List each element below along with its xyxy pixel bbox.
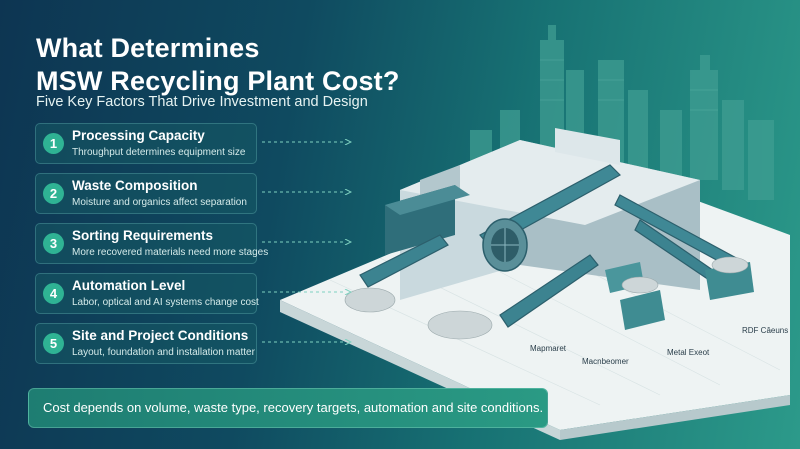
title-line-2: MSW Recycling Plant Cost? <box>36 66 400 96</box>
factor-description: Labor, optical and AI systems change cos… <box>72 297 259 308</box>
factor-description: Layout, foundation and installation matt… <box>72 347 255 358</box>
material-piles <box>344 256 749 340</box>
factor-description: Throughput determines equipment size <box>72 147 246 158</box>
illustration-label: RDF Câeuns <box>742 326 789 335</box>
factor-number-badge: 1 <box>43 133 64 154</box>
factor-number-badge: 2 <box>43 183 64 204</box>
sorting-bins <box>605 262 754 330</box>
dashed-arrow-icon <box>262 289 352 295</box>
dashed-arrow-icon <box>262 239 352 245</box>
factor-number-badge: 4 <box>43 283 64 304</box>
city-skyline <box>470 25 774 200</box>
conveyor-belts <box>359 164 741 328</box>
factor-title: Sorting Requirements <box>72 228 214 243</box>
factor-description: More recovered materials need more stage… <box>72 247 269 258</box>
factor-number-badge: 5 <box>43 333 64 354</box>
factor-card-1: 1 Processing Capacity Throughput determi… <box>35 123 257 164</box>
factor-title: Site and Project Conditions <box>72 328 249 343</box>
factor-title: Automation Level <box>72 278 186 293</box>
factor-card-2: 2 Waste Composition Moisture and organic… <box>35 173 257 214</box>
dashed-arrow-icon <box>262 189 352 195</box>
factor-card-4: 4 Automation Level Labor, optical and AI… <box>35 273 259 314</box>
factor-title: Waste Composition <box>72 178 198 193</box>
factor-number-badge: 3 <box>43 233 64 254</box>
factor-card-5: 5 Site and Project Conditions Layout, fo… <box>35 323 257 364</box>
dashed-arrow-icon <box>262 139 352 145</box>
illustration-label: Metal Exeot <box>667 348 710 357</box>
illustration-label: Macnbeomer <box>582 357 629 366</box>
title-line-1: What Determines <box>36 33 260 63</box>
factor-card-3: 3 Sorting Requirements More recovered ma… <box>35 223 268 264</box>
factor-description: Moisture and organics affect separation <box>72 197 247 208</box>
trommel-drum <box>482 218 528 272</box>
page-title: What Determines MSW Recycling Plant Cost… <box>36 32 400 98</box>
factor-title: Processing Capacity <box>72 128 205 143</box>
illustration-label: Mapmaret <box>530 344 567 353</box>
subtitle: Five Key Factors That Drive Investment a… <box>36 94 368 110</box>
summary-banner: Cost depends on volume, waste type, reco… <box>28 388 548 428</box>
dashed-arrow-icon <box>262 339 352 345</box>
